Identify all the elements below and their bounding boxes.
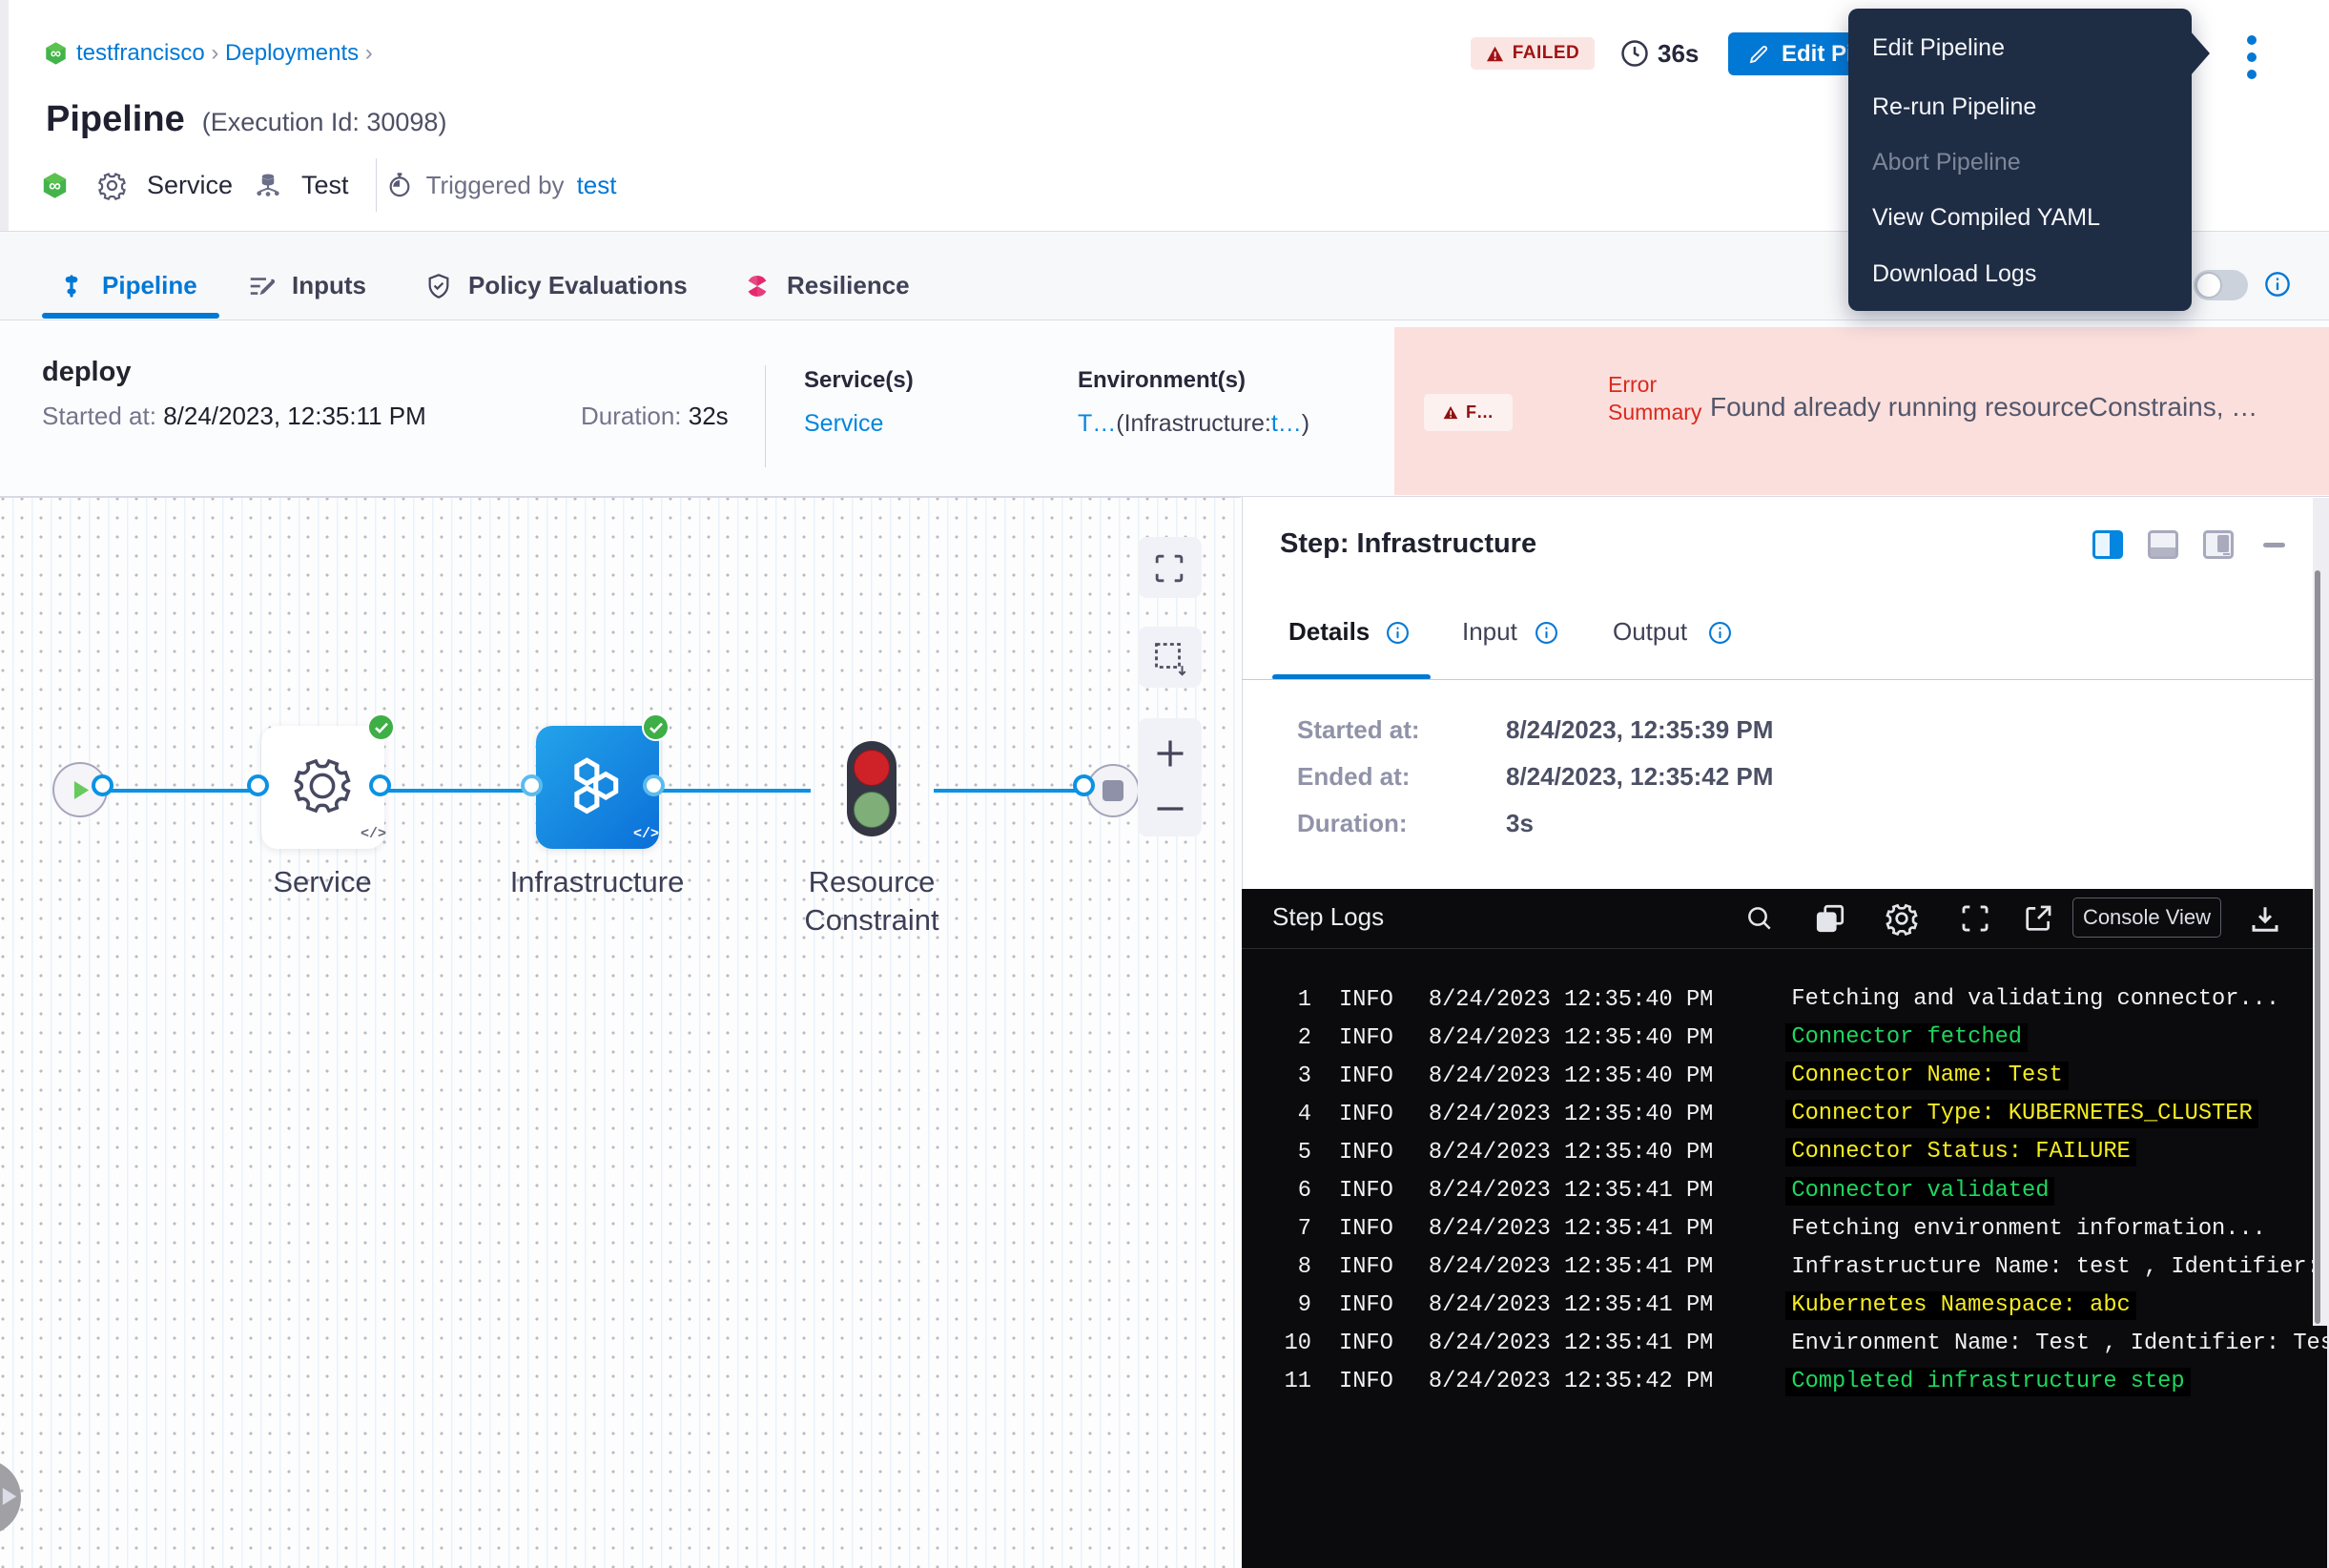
- svg-text:∞: ∞: [49, 175, 61, 195]
- svg-text:∞: ∞: [51, 46, 61, 62]
